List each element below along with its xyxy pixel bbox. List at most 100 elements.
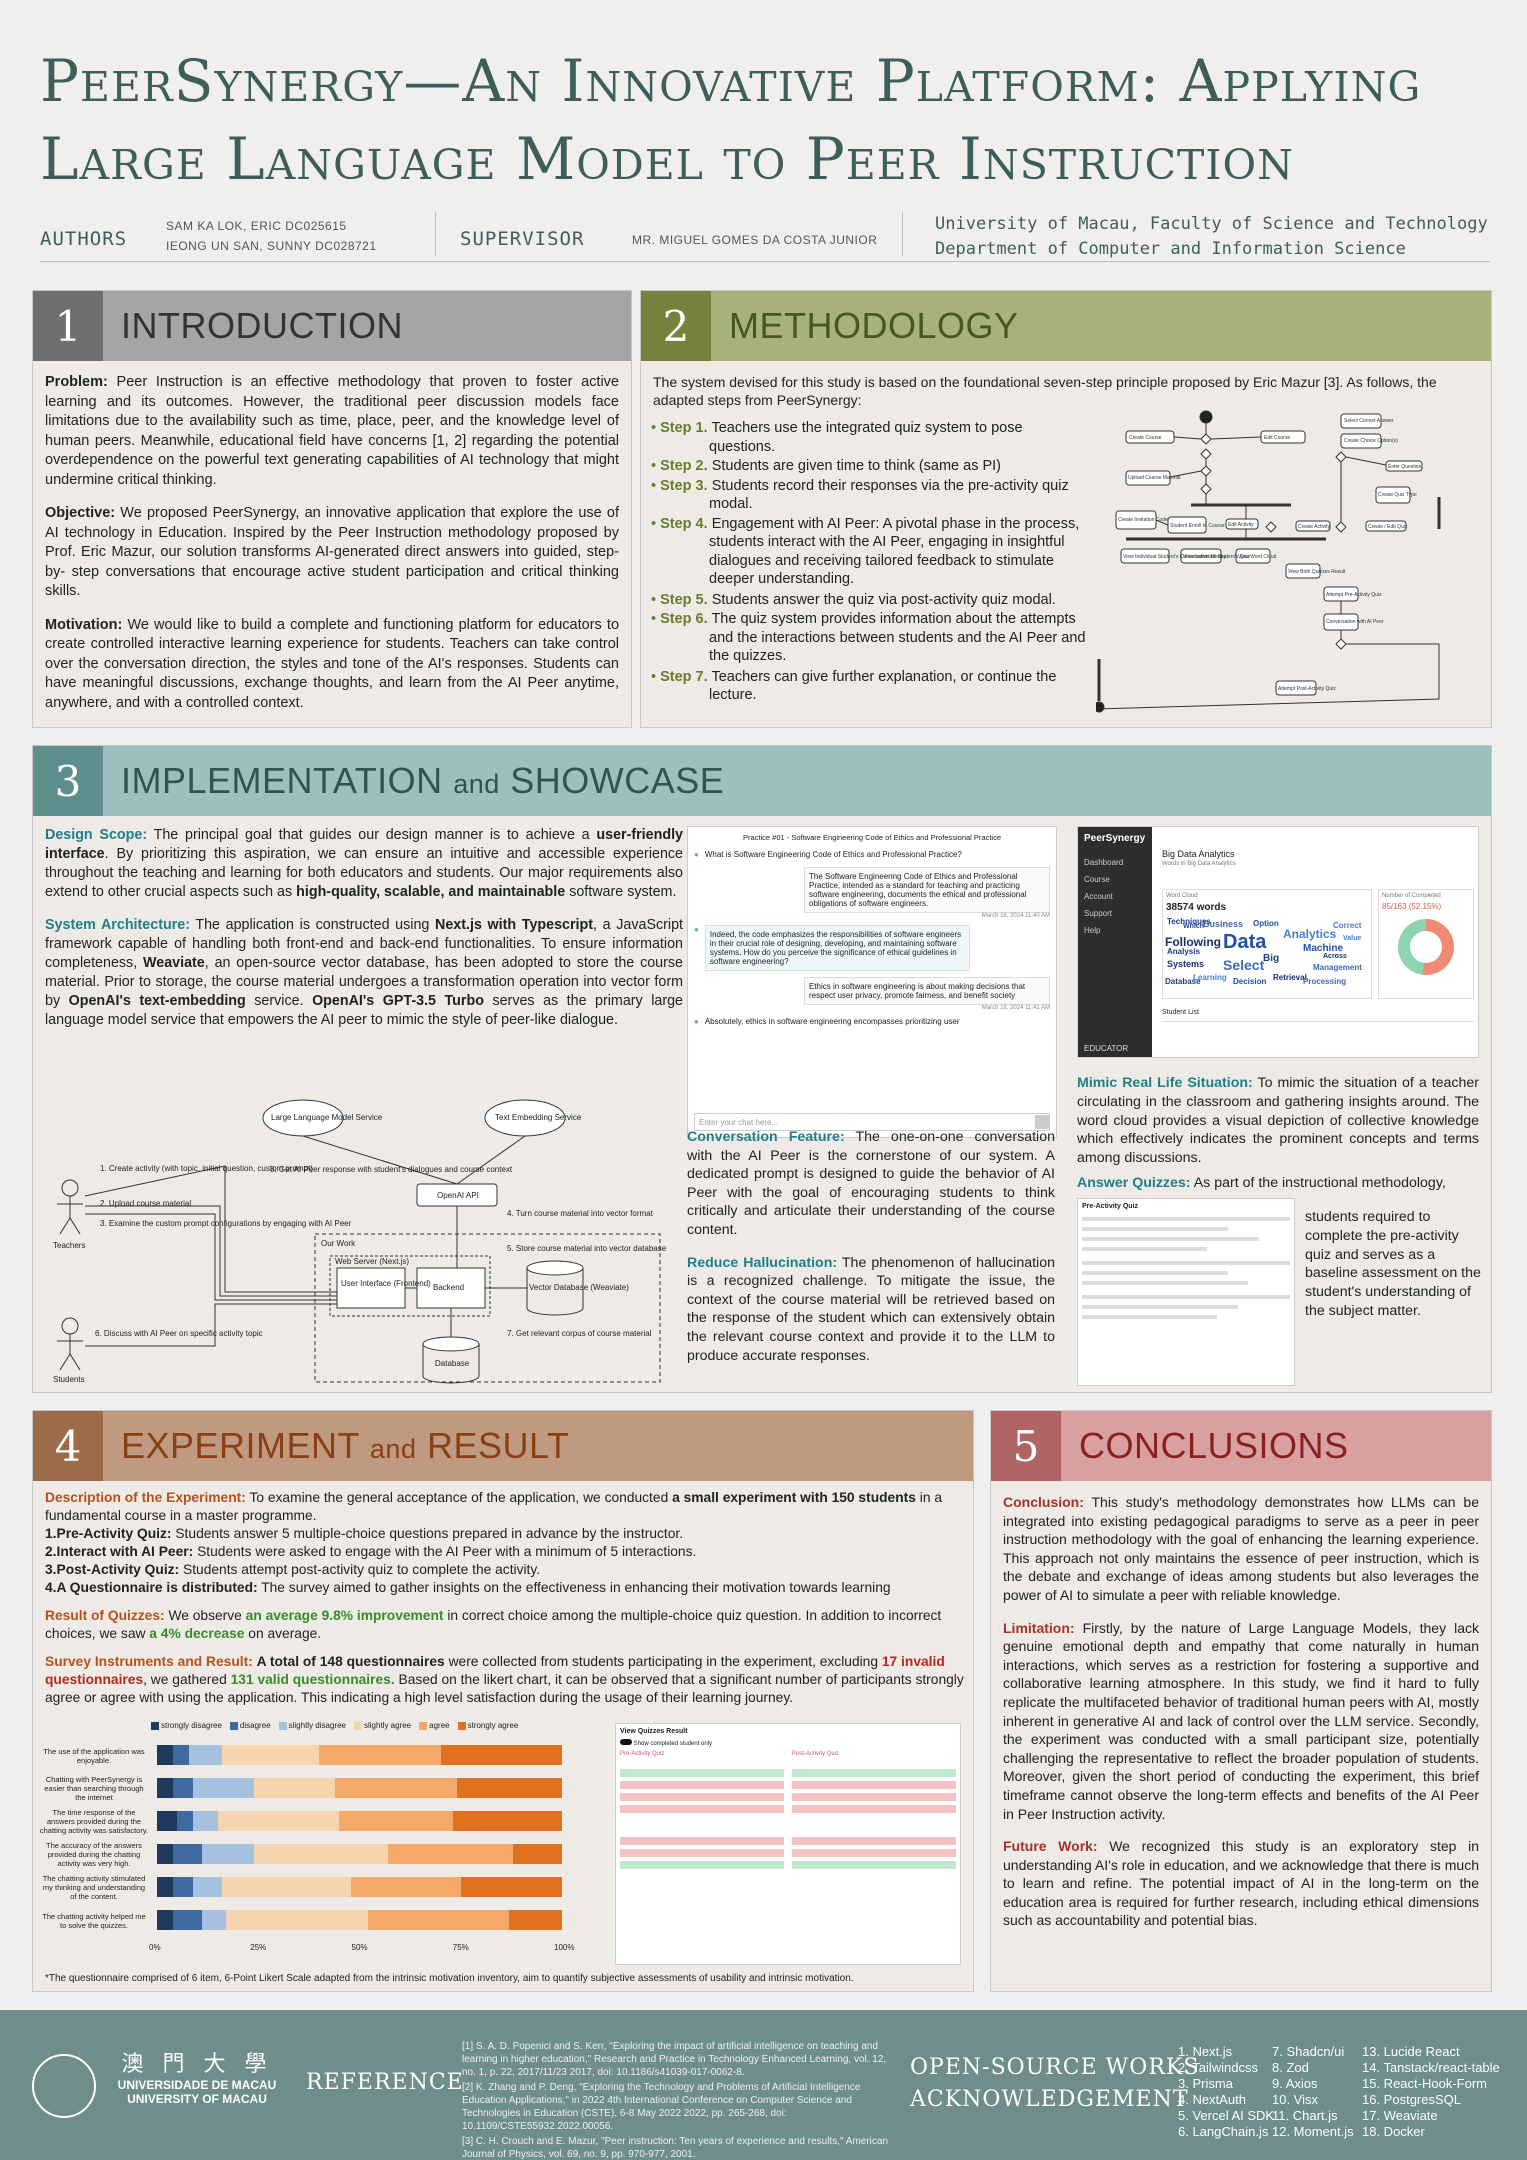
arch-step-2: 2. Upload course material bbox=[100, 1199, 191, 1208]
problem-heading: Problem: bbox=[45, 374, 108, 390]
dashboard-nav-item[interactable]: Dashboard bbox=[1084, 858, 1124, 867]
send-icon[interactable] bbox=[1035, 1115, 1049, 1129]
chat-screenshot: Practice #01 - Software Engineering Code… bbox=[687, 826, 1057, 1138]
chart-bar-segment bbox=[157, 1844, 174, 1864]
word-cloud-word: Retrieval bbox=[1273, 973, 1307, 982]
open-source-item: 9. Axios bbox=[1272, 2076, 1318, 2091]
chat-timestamp: March 18, 2024 11:41 AM bbox=[981, 1005, 1050, 1011]
pre-quiz-result: Pre-Activity Quiz bbox=[620, 1751, 784, 1869]
diagram-label: Create / Edit Quiz bbox=[1368, 524, 1408, 530]
arch-step-4: 4. Turn course material into vector form… bbox=[507, 1209, 654, 1218]
dashboard-nav-item[interactable]: Help bbox=[1084, 926, 1101, 935]
legend-item: disagree bbox=[229, 1721, 271, 1730]
step-label: Step 7. bbox=[660, 668, 708, 685]
methodology-step: • Step 1. Teachers use the integrated qu… bbox=[651, 420, 1023, 455]
university-logo-text: 澳 門 大 學 UNIVERSIDADE DE MACAU UNIVERSITY… bbox=[117, 2052, 277, 2106]
motivation-paragraph: Motivation: We would like to build a com… bbox=[45, 616, 620, 711]
title-line-2: Large Language Model to Peer Instruction bbox=[40, 125, 1294, 193]
open-source-item: 1. Next.js bbox=[1178, 2044, 1233, 2059]
chat-message: ●What is Software Engineering Code of Et… bbox=[694, 850, 962, 859]
diagram-label: Edit Course bbox=[1264, 435, 1290, 441]
open-source-item: 17. Weaviate bbox=[1362, 2108, 1438, 2123]
open-source-item: 11. Chart.js bbox=[1272, 2108, 1338, 2123]
word-cloud-word: Which bbox=[1183, 923, 1204, 930]
section-number: 3 bbox=[33, 746, 103, 816]
experiment-steps: 1.Pre-Activity Quiz: Students answer 5 m… bbox=[45, 1525, 965, 1597]
experiment-text: Description of the Experiment: To examin… bbox=[45, 1490, 965, 1705]
diagram-label: Edit Activity bbox=[1228, 522, 1254, 528]
completed-toggle[interactable]: Show completed student only bbox=[620, 1739, 956, 1747]
methodology-intro: The system devised for this study is bas… bbox=[653, 374, 1437, 408]
authors-label: AUTHORS bbox=[40, 228, 128, 250]
chart-category-label: The chatting activity helped me to solve… bbox=[42, 1911, 146, 1930]
web-server-label: Web Server (Next.js) bbox=[335, 1257, 409, 1266]
section-introduction: 1 INTRODUCTION Problem: Peer Instruction… bbox=[32, 290, 632, 728]
section-header: 3 IMPLEMENTATION and SHOWCASE bbox=[33, 746, 1491, 816]
word-cloud-word: Option bbox=[1253, 919, 1279, 928]
step-label: Step 5. bbox=[660, 591, 708, 608]
ai-peer-avatar-icon: ● bbox=[694, 925, 699, 934]
open-source-item: 7. Shadcn/ui bbox=[1272, 2044, 1345, 2059]
chart-bar-segment bbox=[367, 1910, 510, 1930]
university-seal-icon bbox=[32, 2054, 96, 2118]
chart-x-tick: 25% bbox=[250, 1943, 267, 1952]
author-1: SAM KA LOK, ERIC DC025615 bbox=[166, 219, 347, 233]
section-number: 1 bbox=[33, 291, 103, 361]
chat-input[interactable]: Enter your chat here... bbox=[694, 1113, 1050, 1131]
student-list-table[interactable] bbox=[1162, 1021, 1474, 1055]
legend-item: agree bbox=[419, 1721, 450, 1730]
dashboard-nav-item[interactable]: Course bbox=[1084, 875, 1110, 884]
conversation-text: Conversation Feature: The one-on-one con… bbox=[687, 1129, 1055, 1364]
section-number: 2 bbox=[641, 291, 711, 361]
section-title: CONCLUSIONS bbox=[1079, 1425, 1349, 1466]
methodology-step: • Step 5. Students answer the quiz via p… bbox=[651, 591, 1056, 608]
chart-bar-segment bbox=[173, 1778, 194, 1798]
openai-api-label: OpenAI API bbox=[437, 1191, 479, 1200]
step-label: Step 3. bbox=[660, 477, 708, 494]
arch-step-7: 7. Get relevant corpus of course materia… bbox=[507, 1329, 652, 1338]
chart-bars: The use of the application was enjoyable… bbox=[39, 1739, 599, 1939]
step-label: Step 6. bbox=[660, 611, 708, 627]
section-header: 5 CONCLUSIONS bbox=[991, 1411, 1491, 1481]
dashboard-nav-item[interactable]: Account bbox=[1084, 892, 1113, 901]
conclusions-body: Conclusion: This study's methodology dem… bbox=[1003, 1494, 1480, 1929]
chat-message: ●Indeed, the code emphasizes the respons… bbox=[694, 925, 970, 971]
chart-bar-segment bbox=[456, 1778, 562, 1798]
user-avatar-icon: ● bbox=[694, 850, 699, 859]
activity-diagram-svg: Create Course Edit Course Select Correct… bbox=[1093, 410, 1441, 713]
dashboard-brand: PeerSynergy bbox=[1084, 833, 1146, 844]
chart-bar-segment bbox=[254, 1778, 336, 1798]
open-source-item: 8. Zod bbox=[1272, 2060, 1309, 2075]
supervisor-name: MR. MIGUEL GOMES DA COSTA JUNIOR bbox=[632, 233, 878, 247]
methodology-step: • Step 4. Engagement with AI Peer: A piv… bbox=[651, 515, 1080, 588]
word-cloud-word: Across bbox=[1323, 953, 1347, 960]
methodology-step: • Step 3. Students record their response… bbox=[651, 477, 1069, 513]
completion-donut bbox=[1398, 919, 1454, 975]
completion-card: Number of Completed 85/163 (52.15%) bbox=[1378, 889, 1474, 999]
section-title: EXPERIMENT and RESULT bbox=[121, 1425, 570, 1466]
dashboard-nav-item[interactable]: Support bbox=[1084, 909, 1113, 918]
intro-body: Problem: Peer Instruction is an effectiv… bbox=[33, 361, 631, 713]
dashboard-role: EDUCATOR bbox=[1084, 1044, 1129, 1053]
reference-item: [2] K. Zhang and P. Deng, "Exploring the… bbox=[462, 2082, 861, 2132]
section-number: 5 bbox=[991, 1411, 1061, 1481]
students-label: Students bbox=[53, 1375, 85, 1384]
author-2: IEONG UN SAN, SUNNY DC028721 bbox=[166, 239, 377, 253]
objective-paragraph: Objective: We proposed PeerSynergy, an i… bbox=[45, 505, 619, 599]
legend-swatch bbox=[419, 1721, 428, 1730]
chart-bar-segment bbox=[452, 1811, 562, 1831]
section-experiment: 4 EXPERIMENT and RESULT Description of t… bbox=[32, 1410, 974, 1992]
chart-bar-segment bbox=[173, 1910, 202, 1930]
embedding-service-label: Text Embedding Service bbox=[495, 1113, 582, 1122]
section-title: INTRODUCTION bbox=[121, 305, 403, 346]
chat-message: The Software Engineering Code of Ethics … bbox=[804, 867, 1050, 913]
word-cloud-word: Big bbox=[1263, 953, 1280, 964]
chart-bar-segment bbox=[509, 1910, 562, 1930]
quiz-title: Pre-Activity Quiz bbox=[1082, 1203, 1139, 1210]
word-cloud-word: Techniques bbox=[1167, 917, 1211, 926]
